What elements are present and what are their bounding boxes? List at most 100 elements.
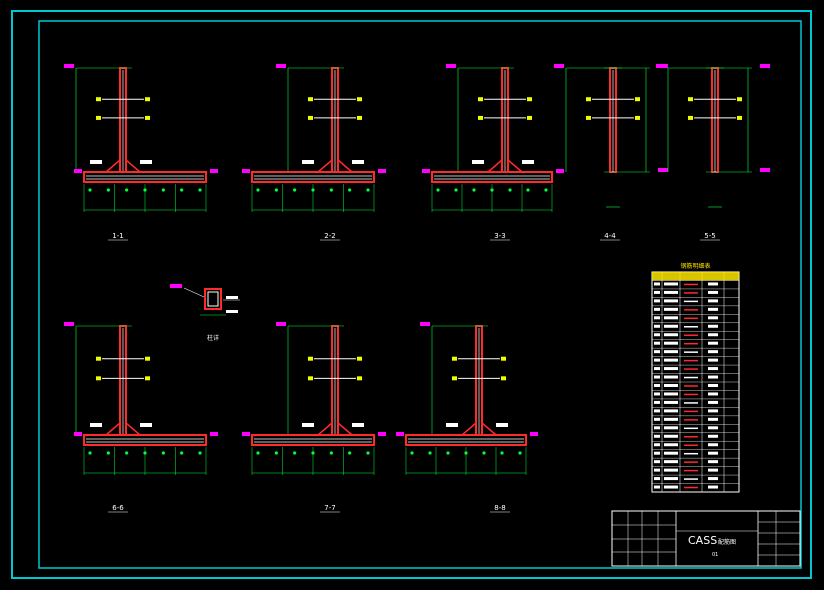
rebar-tag	[527, 97, 532, 102]
table-cell-mark	[664, 282, 678, 286]
rebar-tag	[527, 115, 532, 120]
table-cell-mark	[664, 367, 678, 371]
base-slab	[251, 171, 375, 183]
title-block-project: CASS	[688, 534, 717, 547]
rebar-tag	[96, 356, 101, 361]
rebar-tag	[145, 356, 150, 361]
elevation-mark	[446, 64, 456, 68]
rebar-tag	[737, 115, 742, 120]
rebar-dot	[490, 188, 494, 192]
section-view: 7-7	[242, 322, 386, 513]
elevation-mark	[530, 432, 538, 436]
rebar-dot	[180, 188, 184, 192]
table-cell-mark	[654, 460, 660, 464]
table-cell-mark	[654, 341, 660, 345]
rebar-label	[302, 160, 314, 164]
column-detail-label: 柱详	[207, 334, 219, 342]
rebar-dot	[293, 188, 297, 192]
rebar-dot	[508, 188, 512, 192]
base-slab	[83, 171, 207, 183]
table-cell-mark	[708, 485, 718, 489]
title-block-drawing-name: 配筋图	[718, 538, 736, 546]
section-view: 2-2	[242, 64, 386, 241]
base-slab	[83, 434, 207, 446]
rebar-tag	[452, 376, 457, 381]
rebar-tag	[357, 97, 362, 102]
table-cell-mark	[708, 341, 718, 345]
outer-frame	[11, 10, 812, 579]
elevation-mark	[556, 169, 564, 173]
elevation-mark	[64, 64, 74, 68]
title-block-frame	[611, 510, 801, 567]
table-cell-mark	[708, 290, 718, 294]
section-view: 4-4	[554, 64, 668, 241]
rebar-label	[90, 423, 102, 427]
rebar-dot	[428, 451, 432, 455]
rebar-tag	[586, 97, 591, 102]
section-label: 6-6	[112, 504, 124, 512]
table-cell-mark	[708, 299, 718, 303]
table-cell-mark	[654, 350, 660, 354]
elevation-mark	[378, 432, 386, 436]
rebar-dot	[256, 188, 260, 192]
rebar-tag	[635, 115, 640, 120]
table-cell-mark	[708, 443, 718, 447]
rebar-dot	[311, 451, 315, 455]
rebar-label	[140, 160, 152, 164]
column-detail-note	[170, 284, 182, 288]
table-cell-mark	[664, 451, 678, 455]
elevation-mark	[210, 169, 218, 173]
inner-frame	[38, 20, 802, 569]
rebar-tag	[145, 97, 150, 102]
section-label: 8-8	[494, 504, 505, 512]
elevation-mark	[378, 169, 386, 173]
rebar-dot	[106, 451, 110, 455]
table-cell-mark	[708, 316, 718, 320]
table-cell-mark	[708, 400, 718, 404]
table-cell-mark	[654, 409, 660, 413]
column-detail-core	[207, 291, 219, 307]
rebar-label	[352, 160, 364, 164]
elevation-mark	[760, 168, 770, 172]
rebar-label	[472, 160, 484, 164]
table-cell-mark	[664, 468, 678, 472]
elevation-mark	[422, 169, 430, 173]
elevation-mark	[760, 64, 770, 68]
elevation-mark	[276, 64, 286, 68]
table-cell-mark	[654, 485, 660, 489]
section-label: 4-4	[604, 232, 616, 240]
rebar-dot	[366, 451, 370, 455]
table-cell-mark	[708, 358, 718, 362]
rebar-dot	[198, 451, 202, 455]
rebar-dot	[106, 188, 110, 192]
elevation-mark	[396, 432, 404, 436]
table-cell-mark	[654, 375, 660, 379]
rebar-label	[90, 160, 102, 164]
table-cell-mark	[654, 333, 660, 337]
rebar-dot	[329, 188, 333, 192]
section-label: 3-3	[494, 232, 505, 240]
table-cell-mark	[708, 375, 718, 379]
base-slab	[251, 434, 375, 446]
rebar-tag	[478, 115, 483, 120]
table-cell-mark	[664, 290, 678, 294]
section-label: 5-5	[704, 232, 715, 240]
rebar-label	[522, 160, 534, 164]
rebar-dot	[544, 188, 548, 192]
section-view: 5-5	[656, 64, 770, 241]
rebar-dot	[518, 451, 522, 455]
table-cell-mark	[654, 417, 660, 421]
elevation-mark	[242, 169, 250, 173]
table-cell-mark	[664, 358, 678, 362]
haunch	[105, 422, 141, 436]
table-cell-mark	[654, 468, 660, 472]
rebar-dot	[161, 451, 165, 455]
section-label: 1-1	[112, 232, 123, 240]
table-cell-mark	[654, 443, 660, 447]
rebar-dot	[125, 451, 129, 455]
rebar-dot	[161, 188, 165, 192]
rebar-dot	[482, 451, 486, 455]
rebar-tag	[501, 356, 506, 361]
rebar-tag	[96, 97, 101, 102]
table-cell-mark	[664, 316, 678, 320]
